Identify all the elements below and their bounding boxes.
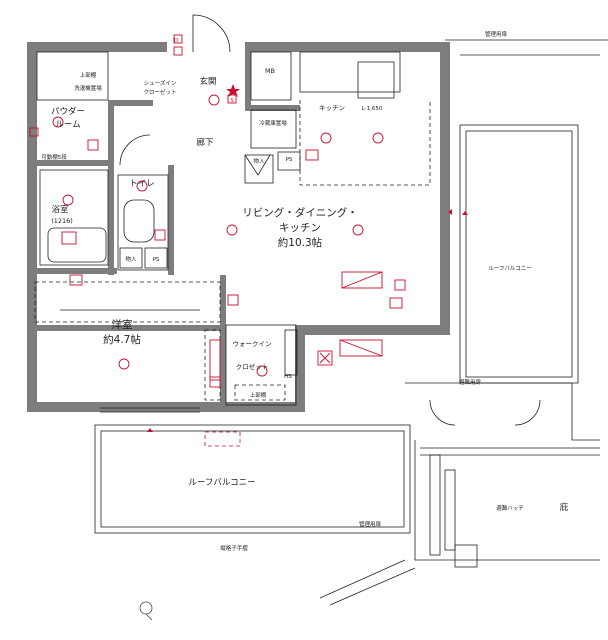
evac-hatch-label: 避難ハッチ: [496, 504, 524, 512]
north-compass-icon: [139, 601, 153, 621]
upper-shelf-label: 上部棚: [250, 391, 267, 399]
red-s-label: S: [230, 98, 234, 104]
lattice-rail-label: 縦格子手摺: [220, 544, 248, 552]
living-room-size: 約10.3帖: [278, 236, 323, 249]
pipe-mgmt-label: 管理用扉: [359, 520, 382, 528]
kitchen-name: キッチン: [319, 104, 345, 112]
walkin-name: ウォークイン: [233, 340, 272, 348]
ps-label-2: PS: [153, 257, 160, 263]
red-markings: [29, 34, 468, 447]
storage-label: 物入: [253, 157, 265, 165]
living-room-name-2: キッチン: [279, 222, 321, 234]
ps-label: PS: [286, 157, 293, 163]
toilet-name: トイレ: [129, 179, 155, 189]
hall-name: 廊下: [196, 137, 214, 148]
powder-name-2: ルーム: [55, 120, 80, 130]
mb-label: MB: [265, 67, 275, 75]
hs-label: HS: [284, 374, 292, 380]
star-icon: [226, 84, 240, 97]
pipe-evac-label: 避難用扉: [459, 378, 482, 386]
room-labels: リビング・ダイニング・ キッチン 約10.3帖 洋室 約4.7帖 浴室 (121…: [41, 30, 568, 552]
shoes-name-2: クローゼット: [143, 88, 176, 96]
washer-label: 洗濯機置場: [74, 84, 102, 92]
roof-balcony-right: ルーフバルコニー: [488, 265, 532, 272]
interior-lines: [34, 14, 541, 426]
western-room-name: 洋室: [112, 318, 133, 331]
upper-shelf-2-label: 上部棚: [80, 71, 97, 79]
bath-name: 浴室: [51, 204, 69, 215]
shoes-name: シューズイン: [144, 79, 177, 87]
living-room-name: リビング・ダイニング・: [242, 206, 358, 219]
roof-balcony-bottom: ルーフバルコニー: [188, 478, 255, 488]
fridge-label: 冷蔵庫置場: [259, 119, 287, 127]
pipe-top-label: 管理用扉: [485, 30, 508, 38]
bath-size: (1216): [51, 217, 73, 225]
western-room-size: 約4.7帖: [103, 333, 141, 346]
powder-name: パウダー: [51, 106, 85, 117]
entrance-name: 玄関: [199, 76, 216, 87]
red-d-label: D: [174, 38, 178, 44]
garden-label: 庇: [560, 502, 569, 513]
movable-shelf-label: 可動棚5段: [41, 153, 67, 161]
exterior-outlines: [94, 39, 608, 606]
kitchen-height: L-1,650: [362, 106, 383, 112]
walls: [27, 42, 450, 412]
storage-label-2: 物入: [125, 255, 137, 263]
walkin-name-2: クロゼット: [236, 362, 269, 371]
